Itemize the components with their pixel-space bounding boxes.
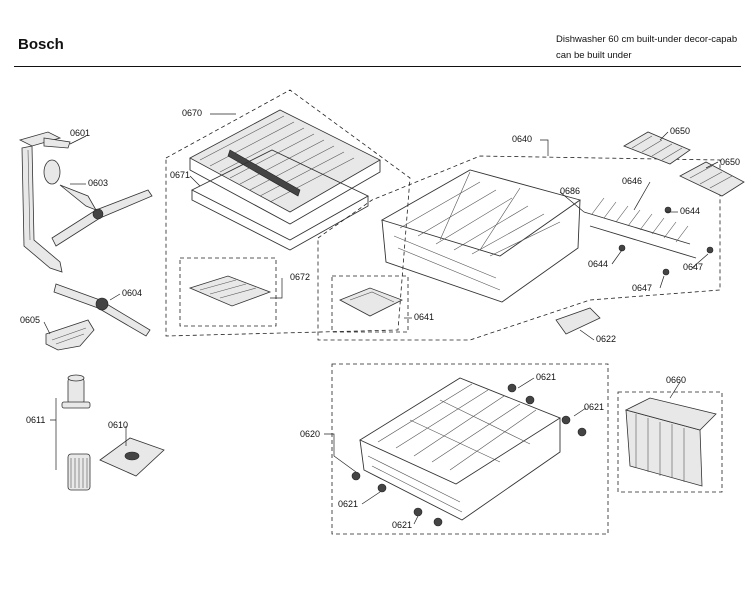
knife-rack-0650[interactable]	[623, 131, 691, 165]
label-0605[interactable]: 0605	[20, 315, 40, 325]
fine-filter-0610[interactable]	[99, 437, 165, 477]
label-0660[interactable]: 0660	[666, 375, 686, 385]
label-0644-a[interactable]: 0644	[680, 206, 700, 216]
tine-row-0646[interactable]	[589, 225, 697, 259]
label-0610[interactable]: 0610	[108, 420, 128, 430]
label-0604[interactable]: 0604	[122, 288, 142, 298]
upper-basket-group-box	[317, 155, 721, 341]
rail-insert-0672[interactable]	[188, 275, 272, 307]
label-0646[interactable]: 0646	[622, 176, 642, 186]
cutlery-tray-frame-0671[interactable]	[191, 149, 369, 251]
label-0647-a[interactable]: 0647	[683, 262, 703, 272]
label-0650-a[interactable]: 0650	[670, 126, 690, 136]
label-0672[interactable]: 0672	[290, 272, 310, 282]
header-rule	[14, 66, 741, 67]
height-adjuster-0641[interactable]	[339, 287, 403, 317]
label-0621-a[interactable]: 0621	[536, 372, 556, 382]
label-0640[interactable]: 0640	[512, 134, 532, 144]
description-line-2: can be built under	[556, 50, 632, 61]
clip-0644[interactable]	[664, 206, 672, 214]
part-labels: 0601 0603 0604 0605 0610 0611 0620 0621 …	[20, 108, 740, 530]
label-0650-b[interactable]: 0650	[720, 157, 740, 167]
lower-basket-group-box	[331, 363, 609, 535]
adjuster-group-box	[331, 275, 409, 333]
label-0641[interactable]: 0641	[414, 312, 434, 322]
model-description: Dishwasher 60 cm built-under decor-capab…	[556, 32, 737, 64]
cutlery-basket-0660[interactable]	[624, 397, 717, 487]
clip-0647[interactable]	[706, 246, 714, 254]
cutlery-tray-0670[interactable]	[189, 109, 381, 225]
label-0611[interactable]: 0611	[26, 415, 45, 425]
clip-0644-b[interactable]	[618, 244, 626, 252]
label-0622[interactable]: 0622	[596, 334, 616, 344]
knife-rack-0650-b[interactable]	[679, 161, 745, 197]
label-0644-b[interactable]: 0644	[588, 259, 608, 269]
upper-basket-0640[interactable]	[380, 169, 582, 303]
label-0603[interactable]: 0603	[88, 178, 108, 188]
label-0686[interactable]: 0686	[560, 186, 580, 196]
cover-0622[interactable]	[555, 307, 601, 335]
leader-lines	[43, 113, 719, 525]
label-0671[interactable]: 0671	[170, 170, 190, 180]
cutlery-basket-group-box	[617, 391, 723, 493]
microfilter-0611[interactable]	[61, 374, 91, 491]
spray-arm-holder-0605[interactable]	[45, 319, 95, 351]
label-0620[interactable]: 0620	[300, 429, 320, 439]
cutlery-tray-group-box	[165, 89, 411, 337]
lower-basket-0620[interactable]	[359, 377, 561, 521]
label-0621-d[interactable]: 0621	[392, 520, 412, 530]
clip-0647-b[interactable]	[662, 268, 670, 276]
tine-row-0686[interactable]	[583, 197, 691, 245]
spray-arm-supply-pipe-0601[interactable]	[18, 131, 71, 273]
description-line-1: Dishwasher 60 cm built-under decor-capab	[556, 34, 738, 45]
rail-group-box	[179, 257, 277, 327]
basket-wheels-0621[interactable]	[351, 383, 587, 527]
lower-spray-arm-0604[interactable]	[53, 283, 151, 337]
label-0621-b[interactable]: 0621	[584, 402, 604, 412]
label-0621-c[interactable]: 0621	[338, 499, 358, 509]
brand-name: Bosch	[18, 36, 64, 53]
label-0670[interactable]: 0670	[182, 108, 202, 118]
upper-spray-arm-0603[interactable]	[51, 184, 153, 247]
label-0647-b[interactable]: 0647	[632, 283, 652, 293]
label-0601[interactable]: 0601	[70, 128, 90, 138]
